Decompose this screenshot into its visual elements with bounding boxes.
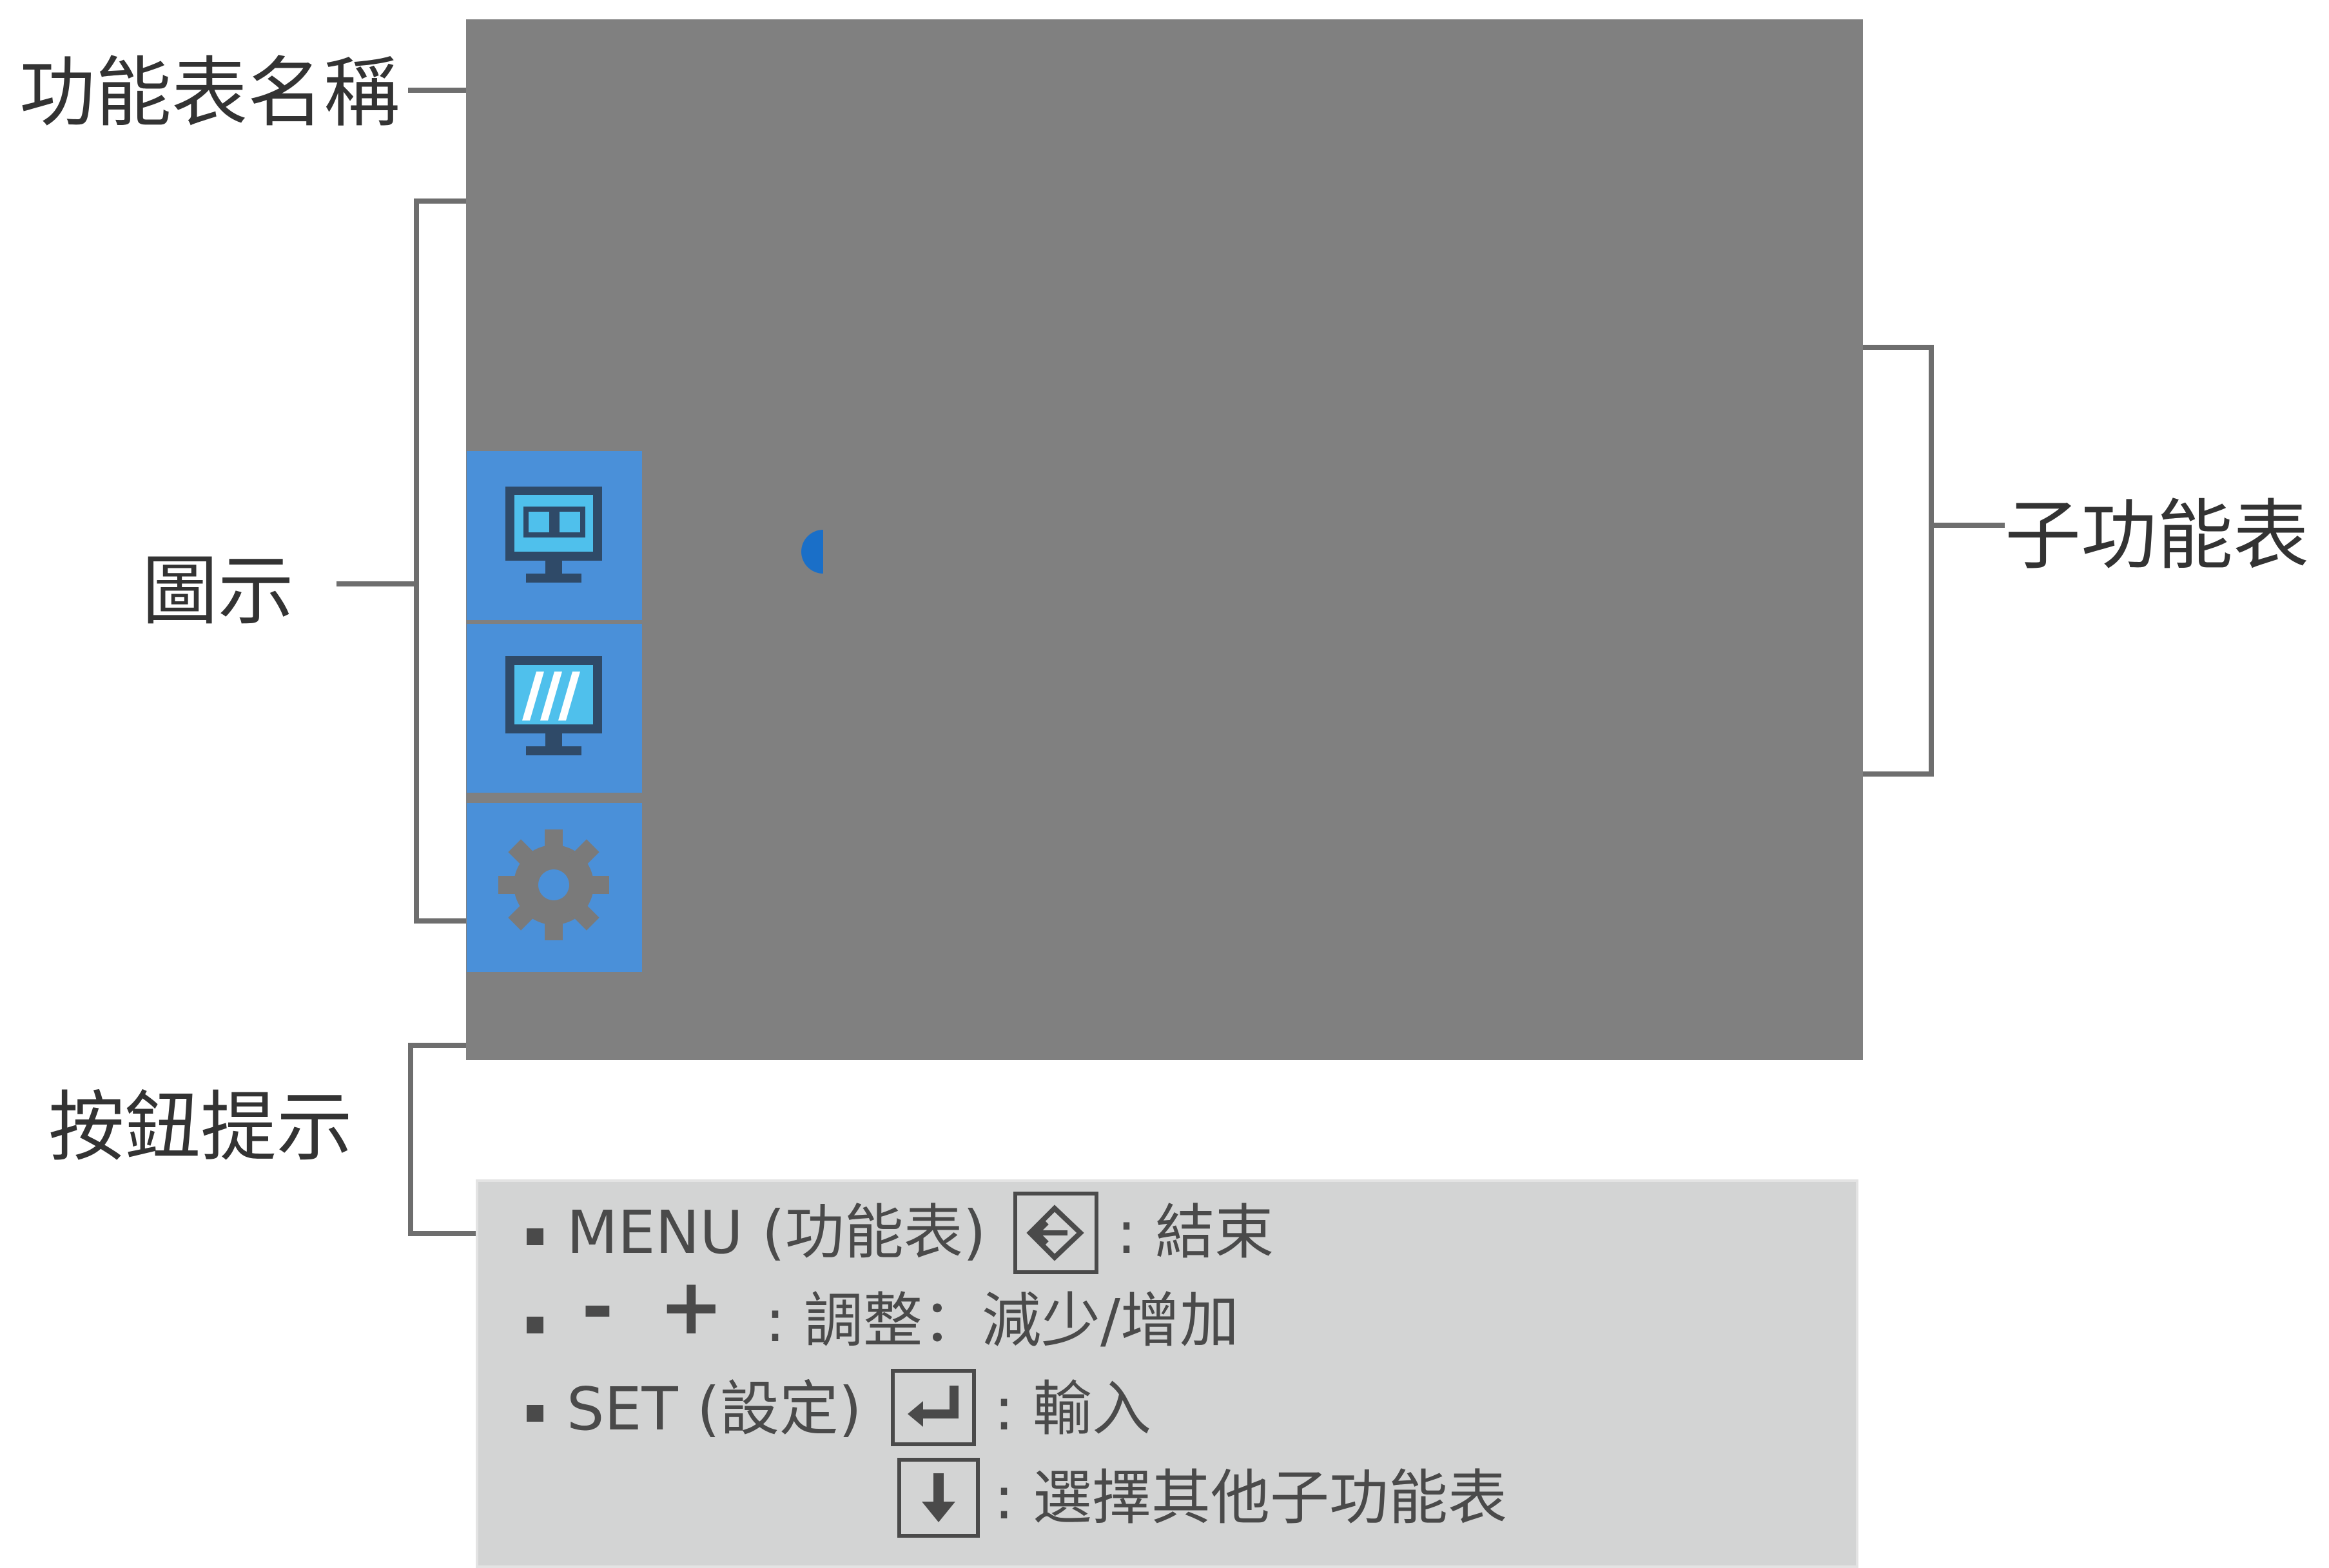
exit-key-icon: [1013, 1192, 1098, 1274]
submenu-leader: [1934, 523, 2005, 528]
icons-bracket-bottom: [414, 918, 469, 924]
bullet-icon: [527, 1404, 543, 1422]
plus-key-icon: +: [659, 1263, 724, 1352]
hint-row-menu: MENU (功能表): [527, 1203, 986, 1263]
enter-key-icon: [891, 1369, 976, 1446]
menu-action-label: 結束: [1155, 1198, 1274, 1267]
picture-monitor-icon: [505, 487, 602, 583]
set-action-label: 輸入: [1033, 1375, 1152, 1444]
icons-label: 圖示: [142, 547, 295, 635]
menu-name-leader: [408, 88, 469, 93]
picture-menu-tile[interactable]: [467, 451, 642, 620]
color-menu-tile[interactable]: [467, 624, 642, 793]
submenu-bracket-top: [1863, 345, 1934, 350]
color-monitor-icon: [505, 656, 602, 755]
down-action-label: 選擇其他子功能表: [1033, 1464, 1508, 1533]
bullet-icon: [527, 1228, 543, 1245]
submenu-label: 子功能表: [2005, 491, 2310, 580]
down-key-icon: [897, 1458, 980, 1538]
button-hint-panel: MENU (功能表) : 結束 - + : 調整：減少/增加 SET (設定) …: [476, 1179, 1858, 1568]
colon: :: [1116, 1198, 1136, 1267]
set-key-label: SET (設定): [567, 1375, 862, 1444]
menu-name-label: 功能表名稱: [19, 48, 400, 137]
osd-menu-screen: [466, 19, 1863, 1060]
bullet-icon: [527, 1316, 543, 1333]
button-tips-bracket-top: [408, 1043, 469, 1048]
colon: :: [994, 1464, 1014, 1533]
hint-row-adjust: [527, 1292, 567, 1351]
settings-menu-tile[interactable]: [467, 803, 642, 972]
colon: :: [994, 1375, 1014, 1444]
icons-leader: [336, 581, 414, 586]
icons-bracket-top: [414, 198, 469, 204]
submenu-bracket-bottom: [1863, 771, 1934, 777]
settings-gear-icon: [498, 829, 609, 940]
hint-row-set: SET (設定): [527, 1380, 862, 1439]
colon: :: [765, 1286, 785, 1355]
button-tips-bracket-vertical: [408, 1043, 413, 1236]
icons-bracket-vertical: [414, 198, 419, 924]
menu-key-label: MENU (功能表): [567, 1198, 986, 1267]
button-tips-label: 按鈕提示: [48, 1083, 353, 1172]
button-tips-bracket-bottom: [408, 1231, 479, 1236]
submenu-bracket-vertical: [1929, 345, 1934, 777]
adjust-action-label: 調整：減少/增加: [804, 1286, 1239, 1355]
minus-key-icon: -: [581, 1263, 614, 1352]
